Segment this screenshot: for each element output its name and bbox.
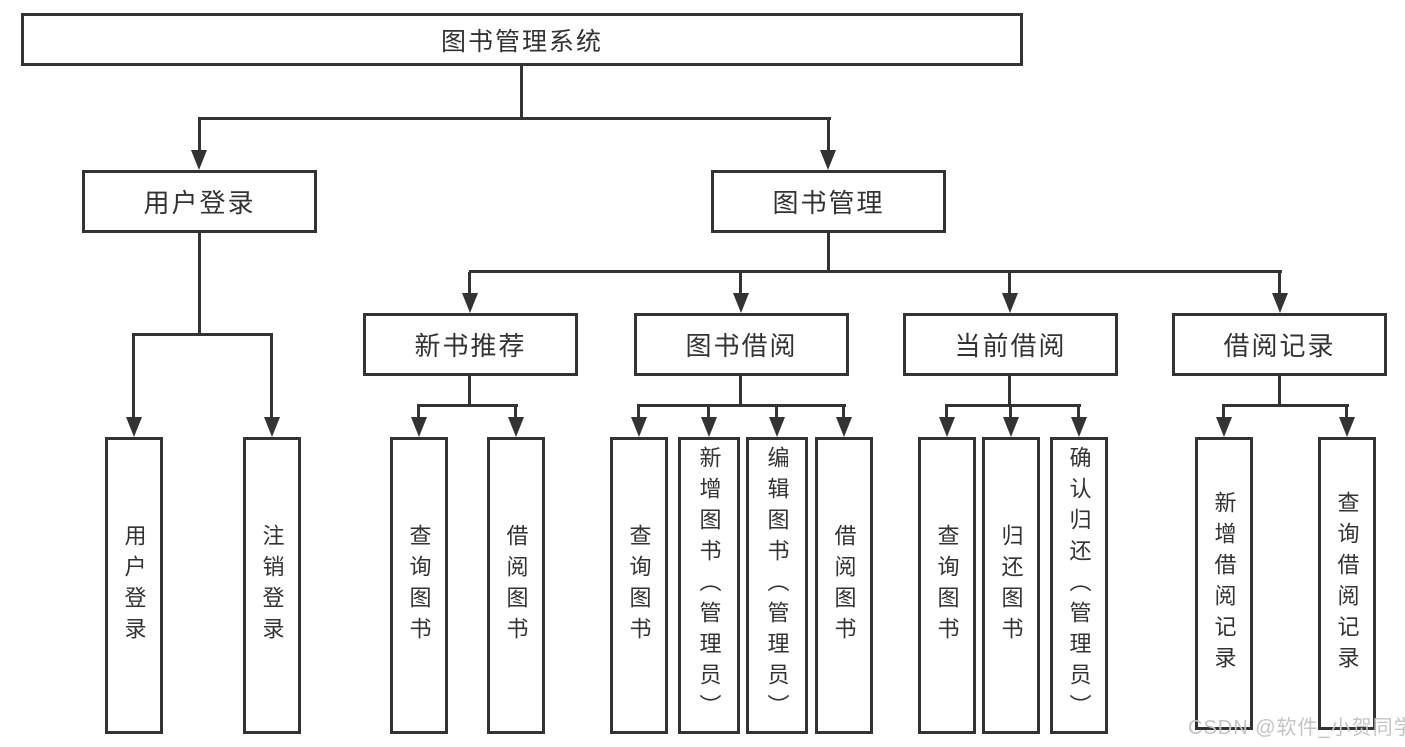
node-book-borrow: 图书借阅 — [634, 313, 849, 376]
connector-stem-bb-borrow — [842, 406, 845, 419]
connector-stem-book-mgmt — [827, 119, 830, 152]
connector-stem-ul-logout — [270, 335, 273, 419]
connector-root-drop — [520, 64, 523, 120]
leaf-cb-confirm-return-admin-label: 确认归还（管理员） — [1066, 446, 1092, 725]
connector-new-book-rec-split — [417, 404, 518, 407]
node-new-book-rec: 新书推荐 — [363, 313, 578, 376]
arrowhead-cb-query — [939, 417, 955, 437]
connector-stem-bb-query — [637, 406, 640, 419]
connector-new-book-rec-drop — [468, 374, 471, 407]
leaf-nb-borrow-book-label: 借阅图书 — [503, 523, 529, 648]
leaf-nb-query-book: 查询图书 — [390, 437, 448, 734]
leaf-br-query-record: 查询借阅记录 — [1318, 437, 1376, 730]
arrowhead-br-add — [1216, 417, 1232, 437]
arrowhead-nb-query — [411, 417, 427, 437]
connector-stem-nb-query — [417, 406, 420, 419]
leaf-bb-add-book-admin: 新增图书（管理员） — [678, 437, 740, 734]
csdn-watermark: CSDN @软件_小贺同学 — [1188, 717, 1405, 739]
leaf-bb-query-book-label: 查询图书 — [626, 523, 652, 648]
node-current-borrow-label: 当前借阅 — [954, 331, 1067, 361]
connector-stem-cb-confirm — [1077, 406, 1080, 419]
connector-current-borrow-split — [945, 404, 1081, 407]
connector-stem-current-borrow — [1008, 272, 1011, 295]
leaf-bb-borrow-book: 借阅图书 — [815, 437, 873, 734]
connector-stem-nb-borrow — [514, 406, 517, 419]
arrowhead-bb-add — [701, 417, 717, 437]
leaf-cb-query-book-label: 查询图书 — [934, 523, 960, 648]
leaf-bb-edit-book-admin-label: 编辑图书（管理员） — [764, 446, 790, 725]
node-new-book-rec-label: 新书推荐 — [414, 331, 527, 361]
connector-stem-ul-login — [132, 335, 135, 419]
arrowhead-cb-return — [1003, 417, 1019, 437]
arrowhead-current-borrow — [1002, 293, 1018, 313]
node-book-mgmt-label: 图书管理 — [772, 188, 885, 218]
connector-stem-new-book-rec — [468, 272, 471, 295]
connector-book-mgmt-split — [469, 270, 1282, 273]
node-root: 图书管理系统 — [21, 13, 1023, 66]
connector-borrow-records-drop — [1278, 374, 1281, 407]
node-user-login-label: 用户登录 — [143, 188, 256, 218]
node-current-borrow: 当前借阅 — [903, 313, 1118, 376]
node-borrow-records: 借阅记录 — [1172, 313, 1387, 376]
leaf-nb-query-book-label: 查询图书 — [406, 523, 432, 648]
connector-user-login-drop — [198, 231, 201, 336]
arrowhead-cb-confirm — [1071, 417, 1087, 437]
leaf-bb-query-book: 查询图书 — [610, 437, 668, 734]
leaf-bb-edit-book-admin: 编辑图书（管理员） — [746, 437, 808, 734]
leaf-br-add-record: 新增借阅记录 — [1195, 437, 1253, 730]
node-borrow-records-label: 借阅记录 — [1223, 331, 1336, 361]
node-book-mgmt: 图书管理 — [711, 170, 946, 233]
arrowhead-nb-borrow — [508, 417, 524, 437]
node-root-label: 图书管理系统 — [440, 27, 603, 56]
arrowhead-bb-query — [631, 417, 647, 437]
leaf-bb-borrow-book-label: 借阅图书 — [831, 523, 857, 648]
connector-stem-br-query — [1345, 406, 1348, 419]
leaf-logout: 注销登录 — [243, 437, 301, 734]
connector-stem-bb-add — [707, 406, 710, 419]
connector-borrow-records-split — [1222, 404, 1349, 407]
connector-book-mgmt-drop — [827, 231, 830, 273]
leaf-br-add-record-label: 新增借阅记录 — [1211, 490, 1237, 677]
arrowhead-bb-borrow — [836, 417, 852, 437]
leaf-logout-label: 注销登录 — [259, 523, 285, 648]
leaf-nb-borrow-book: 借阅图书 — [487, 437, 545, 734]
connector-current-borrow-drop — [1008, 374, 1011, 407]
connector-stem-cb-query — [945, 406, 948, 419]
arrowhead-ul-logout — [264, 417, 280, 437]
connector-stem-book-borrow — [739, 272, 742, 295]
connector-stem-user-login — [198, 119, 201, 152]
connector-stem-cb-return — [1009, 406, 1012, 419]
leaf-br-query-record-label: 查询借阅记录 — [1334, 490, 1360, 677]
arrowhead-ul-login — [126, 417, 142, 437]
leaf-cb-return-book: 归还图书 — [982, 437, 1040, 734]
node-user-login: 用户登录 — [82, 170, 317, 233]
leaf-cb-confirm-return-admin: 确认归还（管理员） — [1050, 437, 1108, 734]
leaf-cb-query-book: 查询图书 — [918, 437, 976, 734]
connector-book-borrow-drop — [739, 374, 742, 407]
leaf-user-login: 用户登录 — [105, 437, 163, 734]
arrowhead-borrow-records — [1272, 293, 1288, 313]
connector-stem-br-add — [1222, 406, 1225, 419]
arrowhead-bb-edit — [769, 417, 785, 437]
connector-root-split — [198, 117, 831, 120]
connector-user-login-split — [132, 333, 273, 336]
arrowhead-book-borrow — [733, 293, 749, 313]
arrowhead-book-mgmt — [820, 150, 836, 170]
arrowhead-new-book-rec — [462, 293, 478, 313]
connector-stem-bb-edit — [775, 406, 778, 419]
arrowhead-user-login — [191, 150, 207, 170]
leaf-user-login-label: 用户登录 — [121, 523, 147, 648]
leaf-cb-return-book-label: 归还图书 — [998, 523, 1024, 648]
leaf-bb-add-book-admin-label: 新增图书（管理员） — [696, 446, 722, 725]
connector-stem-borrow-records — [1278, 272, 1281, 295]
node-book-borrow-label: 图书借阅 — [685, 331, 798, 361]
arrowhead-br-query — [1339, 417, 1355, 437]
connector-book-borrow-split — [637, 404, 846, 407]
